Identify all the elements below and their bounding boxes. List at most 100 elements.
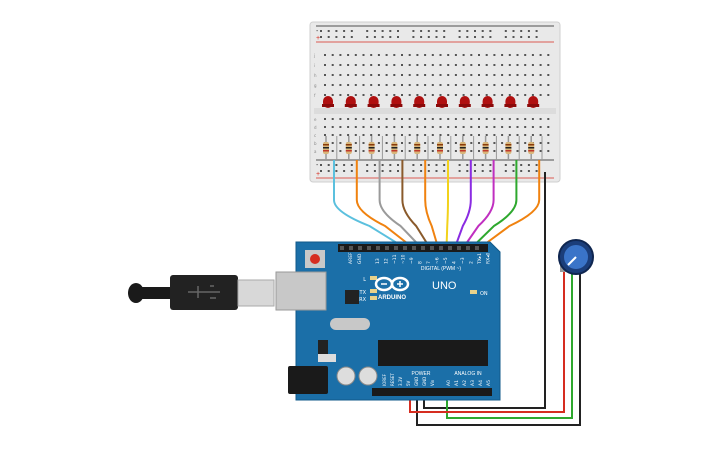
signal-wire[interactable] bbox=[462, 160, 495, 249]
resistor-icon[interactable] bbox=[391, 136, 406, 160]
breadboard-hole bbox=[524, 74, 527, 76]
breadboard-hole bbox=[339, 54, 342, 56]
digital-label: DIGITAL (PWM ~) bbox=[421, 266, 461, 272]
plus-sign-top: + bbox=[316, 35, 320, 42]
breadboard-hole bbox=[531, 126, 534, 128]
breadboard-hole bbox=[377, 64, 380, 66]
pot-5v-wire[interactable] bbox=[409, 272, 565, 413]
led-icon[interactable] bbox=[367, 96, 380, 108]
breadboard-hole bbox=[439, 126, 442, 128]
on-led-icon bbox=[470, 290, 477, 294]
breadboard-hole bbox=[512, 30, 515, 32]
breadboard-hole bbox=[431, 142, 434, 144]
usb-b-port bbox=[275, 271, 327, 311]
breadboard-hole bbox=[443, 170, 446, 172]
breadboard-hole bbox=[478, 142, 480, 144]
breadboard-hole bbox=[504, 30, 507, 32]
led-icon[interactable] bbox=[458, 96, 471, 108]
breadboard-hole bbox=[478, 134, 480, 136]
breadboard-hole bbox=[401, 150, 403, 152]
resistor-icon[interactable] bbox=[437, 136, 452, 160]
led-icon[interactable] bbox=[413, 96, 426, 108]
arduino-uno[interactable]: L TX RX ON ARDUINO UNO DIGITAL (PWM ~) P… bbox=[275, 241, 501, 401]
breadboard-hole bbox=[454, 54, 457, 56]
resistor-icon[interactable] bbox=[528, 136, 543, 160]
breadboard-hole bbox=[524, 126, 527, 128]
breadboard-hole bbox=[370, 118, 373, 120]
breadboard-hole bbox=[393, 126, 396, 128]
tx-label: TX bbox=[359, 290, 367, 296]
breadboard-hole bbox=[362, 126, 365, 128]
breadboard-hole bbox=[324, 134, 326, 136]
breadboard-hole bbox=[535, 170, 538, 172]
usb-cable[interactable] bbox=[128, 275, 275, 310]
row-letter: i bbox=[314, 63, 315, 68]
breadboard-hole bbox=[531, 54, 534, 56]
breadboard-hole bbox=[462, 126, 465, 128]
breadboard-hole bbox=[393, 64, 396, 66]
led-icon[interactable] bbox=[322, 96, 334, 108]
breadboard-hole bbox=[447, 74, 450, 76]
signal-wire[interactable] bbox=[470, 160, 518, 249]
breadboard[interactable]: + - - + j i h g f e d c b a bbox=[309, 21, 561, 183]
signal-wire[interactable] bbox=[378, 160, 423, 249]
breadboard-hole bbox=[493, 94, 496, 96]
breadboard-hole bbox=[327, 164, 330, 166]
breadboard-hole bbox=[393, 118, 396, 120]
led-icon[interactable] bbox=[344, 96, 357, 108]
analog-pin-label: A1 bbox=[454, 380, 460, 386]
breadboard-hole bbox=[447, 150, 450, 152]
breadboard-hole bbox=[412, 36, 415, 38]
breadboard-hole bbox=[397, 36, 399, 38]
signal-wire[interactable] bbox=[424, 160, 440, 249]
resistor-icon[interactable] bbox=[368, 136, 383, 160]
breadboard-hole bbox=[489, 36, 492, 38]
reset-button[interactable] bbox=[310, 254, 320, 264]
breadboard-hole bbox=[501, 126, 504, 128]
signal-wire[interactable] bbox=[401, 160, 431, 249]
resistor-icon[interactable] bbox=[345, 136, 361, 160]
breadboard-hole bbox=[516, 142, 519, 144]
potentiometer[interactable] bbox=[558, 239, 594, 275]
resistor-icon[interactable] bbox=[414, 136, 429, 160]
resistor-icon[interactable] bbox=[505, 136, 520, 160]
breadboard-hole bbox=[427, 36, 430, 38]
digital-pin-label: 8 bbox=[418, 261, 424, 264]
resistor-icon[interactable] bbox=[459, 136, 475, 160]
tx-led-icon bbox=[370, 289, 377, 293]
breadboard-hole bbox=[435, 30, 438, 32]
led-icon[interactable] bbox=[436, 96, 448, 108]
led-icon[interactable] bbox=[390, 96, 403, 108]
breadboard-hole bbox=[435, 36, 438, 38]
breadboard-hole bbox=[324, 126, 326, 128]
resistor-icon[interactable] bbox=[323, 136, 338, 160]
led-icon[interactable] bbox=[527, 96, 540, 108]
digital-pin-label: TX▸1 bbox=[477, 253, 483, 265]
pot-gnd-wire[interactable] bbox=[416, 272, 581, 426]
breadboard-hole bbox=[377, 134, 380, 136]
center-channel bbox=[314, 108, 556, 114]
signal-wire[interactable] bbox=[445, 160, 449, 249]
breadboard-hole bbox=[474, 164, 476, 166]
breadboard-hole bbox=[354, 118, 357, 120]
signal-wire[interactable] bbox=[453, 160, 472, 249]
digital-pin-label: RX◂0 bbox=[486, 253, 492, 264]
breadboard-hole bbox=[416, 126, 419, 128]
power-jack bbox=[288, 366, 328, 394]
led-icon[interactable] bbox=[504, 96, 517, 108]
resistor-icon[interactable] bbox=[482, 136, 497, 160]
breadboard-hole bbox=[331, 74, 334, 76]
signal-wire[interactable] bbox=[355, 160, 414, 249]
breadboard-hole bbox=[481, 164, 484, 166]
signal-wire[interactable] bbox=[479, 160, 541, 249]
pot-signal-wire[interactable] bbox=[446, 272, 573, 419]
signal-wire[interactable] bbox=[333, 160, 406, 249]
breadboard-hole bbox=[350, 170, 353, 172]
led-icon[interactable] bbox=[481, 96, 494, 108]
breadboard-hole bbox=[381, 36, 384, 38]
breadboard-hole bbox=[516, 64, 519, 66]
breadboard-hole bbox=[516, 94, 519, 96]
